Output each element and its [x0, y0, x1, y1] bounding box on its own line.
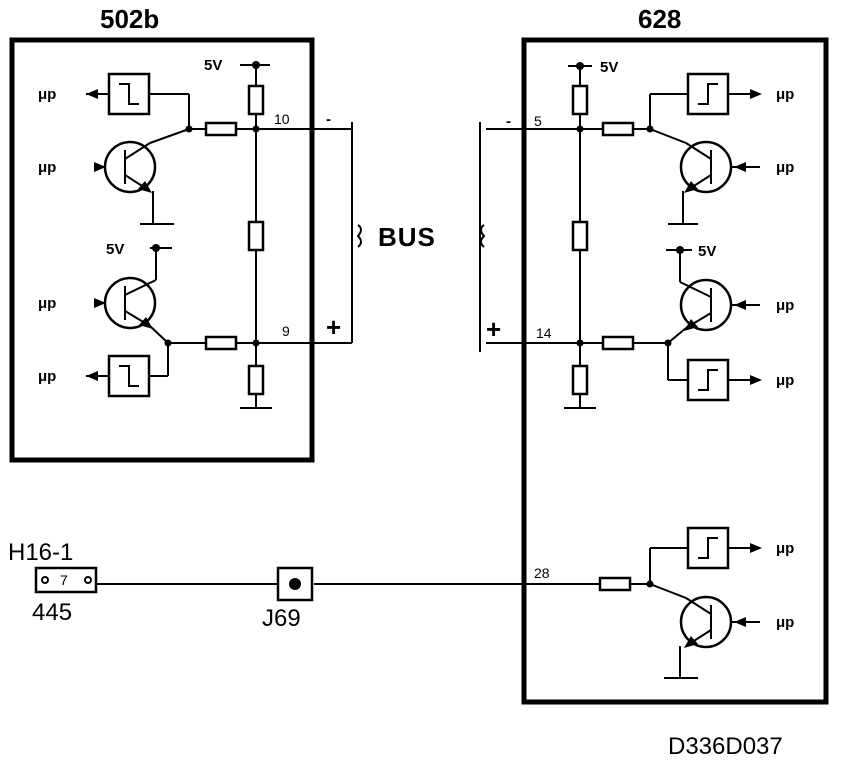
receiver-schmitt-left: μp — [38, 343, 169, 398]
arrow-right-icon — [750, 89, 762, 99]
connector-pin-icon — [41, 576, 49, 584]
bus-label: BUS — [378, 222, 436, 252]
connector-pin-label: 7 — [60, 572, 68, 588]
series-resistor — [204, 121, 238, 137]
pin-14-label: 14 — [536, 325, 552, 341]
micro-label: μp — [776, 614, 794, 631]
jack-pin-icon — [289, 578, 301, 590]
micro-label: μp — [776, 159, 794, 176]
connector-pin-icon — [84, 576, 92, 584]
micro-label: μp — [776, 540, 794, 557]
board-628-frame — [521, 37, 829, 705]
transistor-left-lower: 5V μp — [38, 241, 172, 344]
minus-sign: - — [506, 113, 511, 130]
transistor-left-upper: μp — [38, 128, 190, 225]
micro-label: μp — [38, 295, 56, 312]
micro-label: μp — [776, 86, 794, 103]
supply-5v-left-top: 5V — [204, 57, 270, 74]
board-628: 628 5V - 5 + 14 μp — [314, 4, 829, 705]
pullup-resistor — [571, 84, 589, 116]
micro-label: μp — [38, 368, 56, 385]
connector-number: 445 — [32, 599, 72, 626]
bus-group: BUS — [356, 122, 486, 352]
pulldown-resistor — [247, 364, 265, 396]
board-502b-title: 502b — [100, 4, 159, 34]
pin-9-label: 9 — [282, 323, 290, 339]
jack-j69: J69 — [262, 566, 314, 632]
pin-28-label: 28 — [534, 565, 550, 581]
receiver-schmitt-right: μp — [667, 343, 794, 402]
supply-label: 5V — [600, 59, 618, 76]
arrow-left-icon — [734, 162, 746, 172]
board-628-title: 628 — [638, 4, 681, 34]
arrow-right-icon — [750, 375, 762, 385]
series-resistor — [601, 121, 635, 137]
arrow-left-icon — [734, 617, 746, 627]
jack-name: J69 — [262, 605, 301, 632]
receiver-schmitt-aux: μp — [649, 526, 794, 584]
arrow-right-icon — [94, 162, 106, 172]
board-502b: 502b 5V 10 - 9 + μp — [9, 4, 353, 463]
receiver-schmitt-right: μp — [649, 72, 794, 129]
supply-label: 5V — [204, 57, 222, 74]
pulldown-resistor — [571, 364, 589, 396]
arrow-right-icon — [750, 543, 762, 553]
micro-label: μp — [38, 159, 56, 176]
arrow-right-icon — [94, 298, 106, 308]
micro-label: μp — [776, 297, 794, 314]
diagram-id: D336D037 — [668, 733, 783, 760]
pin-5-label: 5 — [534, 113, 542, 129]
series-resistor — [601, 335, 635, 351]
transistor-right-lower: 5V μp — [666, 243, 794, 344]
transistor-right-upper: μp — [649, 128, 794, 225]
transistor-right-aux: μp — [649, 583, 794, 679]
pin-10-label: 10 — [274, 111, 290, 127]
series-resistor — [598, 576, 632, 592]
pullup-resistor — [247, 84, 265, 116]
supply-label: 5V — [698, 243, 716, 260]
micro-label: μp — [38, 86, 56, 103]
plus-sign: + — [486, 314, 501, 344]
series-resistor — [204, 335, 238, 351]
connector-h16-1: H16-1 7 445 — [8, 539, 98, 626]
termination-resistor — [247, 220, 265, 252]
receiver-schmitt-left: μp — [38, 72, 190, 129]
supply-label: 5V — [106, 241, 124, 258]
micro-label: μp — [776, 372, 794, 389]
minus-sign: - — [326, 111, 331, 128]
board-502b-frame — [9, 37, 315, 463]
plus-sign: + — [326, 312, 341, 342]
brace-icon — [480, 224, 486, 248]
arrow-left-icon — [86, 371, 98, 381]
termination-resistor — [571, 220, 589, 252]
connector-name: H16-1 — [8, 539, 73, 566]
arrow-left-icon — [734, 300, 746, 310]
arrow-left-icon — [86, 89, 98, 99]
brace-icon — [356, 224, 362, 248]
